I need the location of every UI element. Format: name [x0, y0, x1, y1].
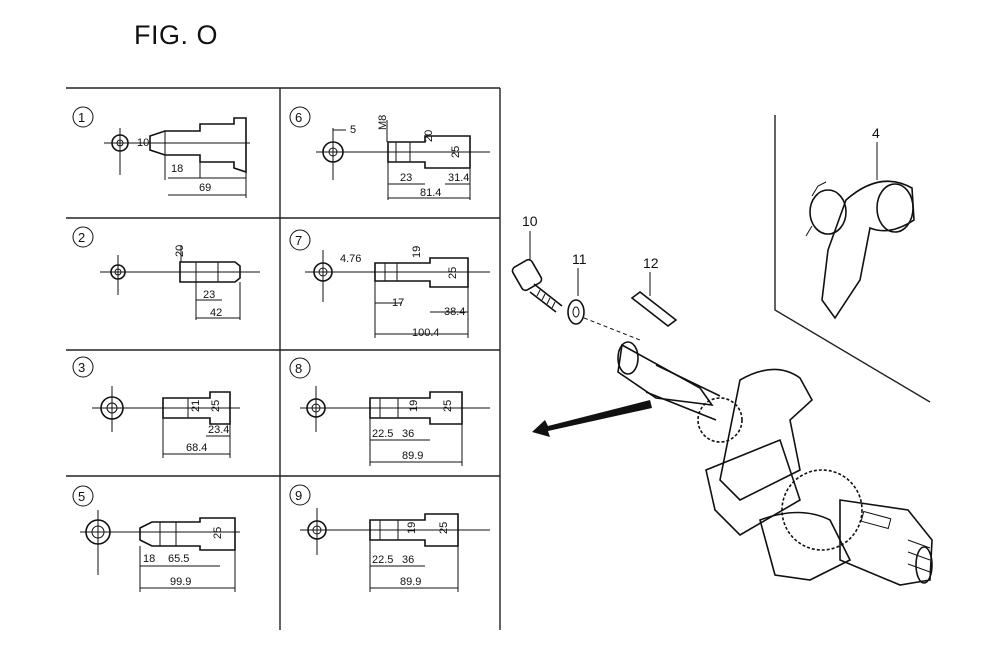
callout-10: 10	[522, 213, 538, 229]
dim-label: 21	[190, 400, 202, 412]
dim-label: 19	[411, 246, 423, 258]
dim-label: 25	[212, 527, 224, 539]
shaft-panel-2: 2 20 23 42	[72, 226, 260, 320]
crankshaft	[583, 317, 933, 586]
shaft-panel-7: 7 4.76 19 25 17 38.4 100.4	[289, 229, 490, 339]
dim-label: M8	[377, 115, 389, 130]
shaft-panel-3: 3 21 25 23.4 68.4	[72, 356, 240, 458]
dim-label: 23	[203, 289, 215, 301]
panel-number: 6	[295, 110, 302, 125]
dim-label: 36	[402, 428, 414, 440]
dim-label: 4.76	[340, 253, 361, 265]
dim-label: 69	[199, 182, 211, 194]
panel-number: 8	[295, 361, 302, 376]
dim-label: 25	[447, 267, 459, 279]
dim-label: 18	[171, 163, 183, 175]
panel-number: 5	[78, 489, 85, 504]
panel-number: 1	[78, 110, 85, 125]
dim-label: 42	[210, 307, 222, 319]
panel-number: 9	[295, 488, 302, 503]
shaft-panel-8: 8 19 25 22.5 36 89.9	[289, 357, 490, 466]
dim-label: 31.4	[448, 172, 469, 184]
inset-part-4: 4	[774, 115, 931, 403]
dim-label: 25	[438, 522, 450, 534]
shaft-panel-1: 1 10 18 69	[72, 106, 250, 198]
washer-11: 11	[567, 251, 587, 325]
dim-label: 89.9	[400, 576, 421, 588]
dim-label: 38.4	[444, 306, 465, 318]
dim-label: 20	[174, 245, 186, 257]
callout-11: 11	[572, 251, 587, 267]
dim-label: 22.5	[372, 554, 393, 566]
shaft-panel-6: 6 5 M8 20 25 23 31.4 81.4	[289, 106, 490, 200]
panel-grid	[66, 87, 501, 630]
panel-number: 3	[78, 360, 85, 375]
dim-label: 5	[350, 124, 356, 136]
callout-12: 12	[643, 255, 659, 271]
dim-label: 68.4	[186, 442, 207, 454]
bolt-10: 10	[511, 213, 563, 313]
dim-label: 23	[400, 172, 412, 184]
dim-label: 25	[450, 146, 462, 158]
panel-number: 7	[295, 233, 302, 248]
dim-label: 18	[143, 553, 155, 565]
shaft-panel-9: 9 19 25 22.5 36 89.9	[289, 484, 490, 592]
arrow-pointer	[532, 400, 652, 437]
dim-label: 10	[137, 137, 149, 149]
dim-label: 22.5	[372, 428, 393, 440]
dim-label: 19	[408, 400, 420, 412]
dim-label: 25	[442, 400, 454, 412]
dim-label: 17	[392, 297, 404, 309]
dim-label: 19	[406, 522, 418, 534]
dim-label: 81.4	[420, 187, 441, 199]
dim-label: 65.5	[168, 553, 189, 565]
dim-label: 23.4	[208, 424, 229, 436]
dim-label: 25	[210, 400, 222, 412]
dim-label: 36	[402, 554, 414, 566]
dim-label: 99.9	[170, 576, 191, 588]
panel-number: 2	[78, 230, 85, 245]
callout-4: 4	[872, 125, 880, 141]
figure-title: FIG. O	[134, 20, 218, 50]
dim-label: 20	[423, 130, 435, 142]
shaft-panel-5: 5 18 65.5 25 99.9	[72, 485, 240, 592]
dim-label: 89.9	[402, 450, 423, 462]
key-12: 12	[630, 255, 678, 328]
dim-label: 100.4	[412, 327, 440, 339]
